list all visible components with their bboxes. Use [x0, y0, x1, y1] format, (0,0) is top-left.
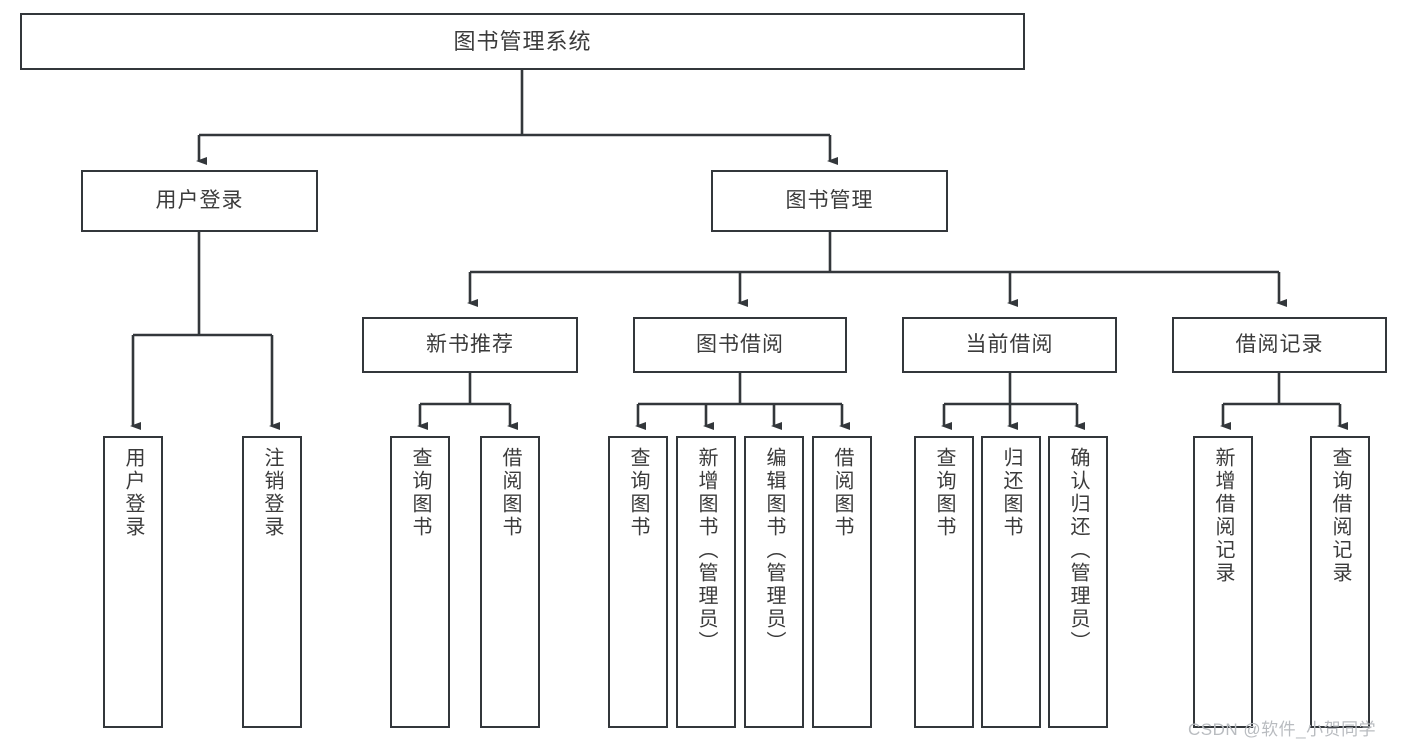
- leaf-borrow-book-1[interactable]: 借阅图书: [480, 436, 540, 728]
- node-user-login-label: 用户登录: [155, 188, 244, 212]
- node-book-manage-label: 图书管理: [785, 188, 874, 212]
- leaf-confirm-return[interactable]: 确认归还（管理员）: [1048, 436, 1108, 728]
- node-borrow-record-label: 借阅记录: [1235, 332, 1324, 356]
- leaf-add-book[interactable]: 新增图书（管理员）: [676, 436, 736, 728]
- leaf-borrow-book-1-label: 借阅图书: [499, 447, 521, 539]
- leaf-add-record-label: 新增借阅记录: [1212, 447, 1234, 585]
- leaf-query-record[interactable]: 查询借阅记录: [1310, 436, 1370, 728]
- leaf-edit-book-label: 编辑图书（管理员）: [763, 447, 785, 654]
- leaf-query-book-1-label: 查询图书: [409, 447, 431, 539]
- node-current-borrow-label: 当前借阅: [965, 332, 1054, 356]
- node-user-login[interactable]: 用户登录: [81, 170, 318, 232]
- leaf-query-book-3-label: 查询图书: [933, 447, 955, 539]
- node-book-borrow-label: 图书借阅: [696, 332, 784, 356]
- node-new-book-recommend-label: 新书推荐: [426, 332, 514, 356]
- leaf-user-login[interactable]: 用户登录: [103, 436, 163, 728]
- leaf-logout-login[interactable]: 注销登录: [242, 436, 302, 728]
- leaf-return-book[interactable]: 归还图书: [981, 436, 1041, 728]
- leaf-borrow-book-2-label: 借阅图书: [831, 447, 853, 539]
- leaf-user-login-label: 用户登录: [122, 447, 144, 539]
- node-root[interactable]: 图书管理系统: [20, 13, 1025, 70]
- node-new-book-recommend[interactable]: 新书推荐: [362, 317, 578, 373]
- node-current-borrow[interactable]: 当前借阅: [902, 317, 1117, 373]
- leaf-edit-book[interactable]: 编辑图书（管理员）: [744, 436, 804, 728]
- leaf-logout-login-label: 注销登录: [261, 447, 283, 539]
- node-book-borrow[interactable]: 图书借阅: [633, 317, 847, 373]
- node-borrow-record[interactable]: 借阅记录: [1172, 317, 1387, 373]
- leaf-borrow-book-2[interactable]: 借阅图书: [812, 436, 872, 728]
- leaf-query-book-2[interactable]: 查询图书: [608, 436, 668, 728]
- node-book-manage[interactable]: 图书管理: [711, 170, 948, 232]
- leaf-query-record-label: 查询借阅记录: [1329, 447, 1351, 585]
- leaf-add-book-label: 新增图书（管理员）: [695, 447, 717, 654]
- leaf-return-book-label: 归还图书: [1000, 447, 1022, 539]
- node-root-label: 图书管理系统: [453, 28, 592, 54]
- leaf-query-book-2-label: 查询图书: [627, 447, 649, 539]
- leaf-add-record[interactable]: 新增借阅记录: [1193, 436, 1253, 728]
- leaf-query-book-3[interactable]: 查询图书: [914, 436, 974, 728]
- leaf-query-book-1[interactable]: 查询图书: [390, 436, 450, 728]
- leaf-confirm-return-label: 确认归还（管理员）: [1067, 447, 1089, 654]
- watermark: CSDN @软件_小贺同学: [1188, 720, 1377, 739]
